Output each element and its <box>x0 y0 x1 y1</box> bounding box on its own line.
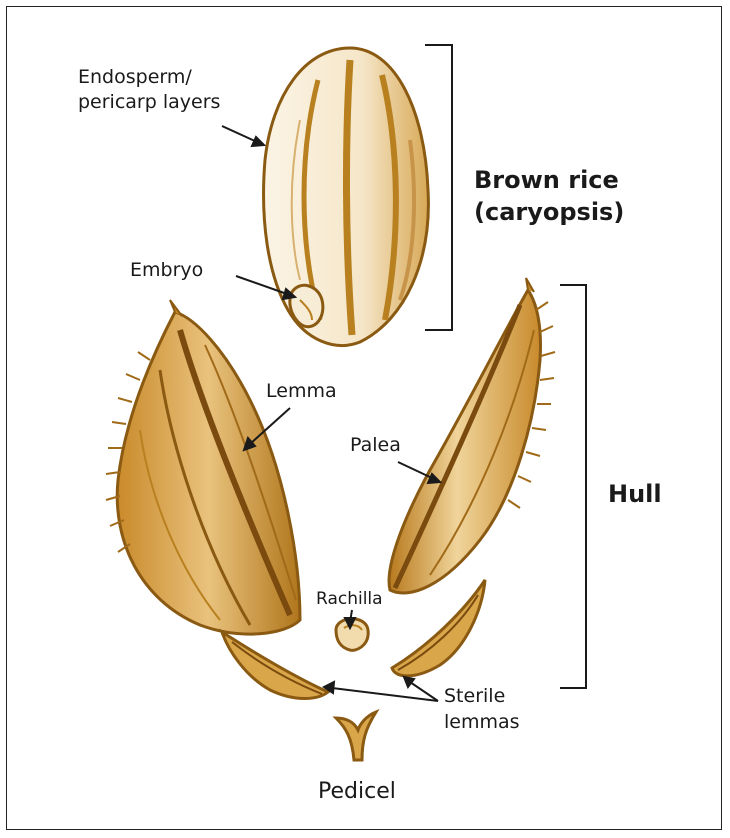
palea-leader <box>398 462 432 478</box>
sterile-lemma-left <box>222 632 328 699</box>
hull-bracket <box>560 285 586 688</box>
label-brown-rice: Brown rice <box>474 166 619 194</box>
label-caryopsis: (caryopsis) <box>474 198 624 226</box>
lemma-shape <box>106 300 300 634</box>
label-pedicel: Pedicel <box>318 779 396 804</box>
sterile-arrowhead-right <box>404 677 414 687</box>
label-endosperm-line2: pericarp layers <box>78 91 220 113</box>
label-sterile-line2: lemmas <box>444 711 520 733</box>
label-embryo: Embryo <box>130 259 203 281</box>
label-sterile-line1: Sterile <box>444 685 505 707</box>
label-rachilla: Rachilla <box>316 589 383 609</box>
label-lemma: Lemma <box>266 380 337 402</box>
brown-rice-grain <box>264 48 429 345</box>
palea-shape <box>389 278 555 593</box>
label-palea: Palea <box>350 434 401 456</box>
label-hull: Hull <box>608 480 662 508</box>
pedicel-shape <box>336 712 376 760</box>
label-endosperm-line1: Endosperm/ <box>78 66 192 88</box>
endosperm-leader <box>222 126 257 142</box>
endosperm-arrowhead <box>252 137 264 146</box>
